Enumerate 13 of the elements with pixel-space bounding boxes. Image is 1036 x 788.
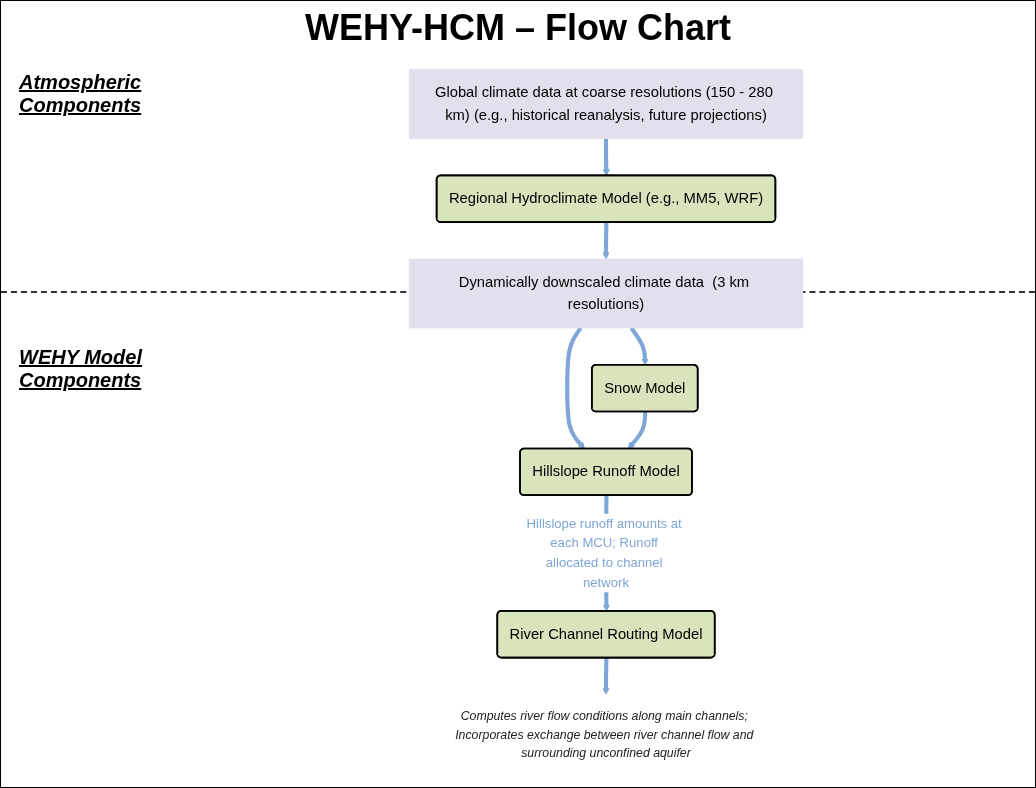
arrow	[602, 138, 610, 177]
node-text: Computes river flow conditions along main channels; Incorporates exchange between river channel flow and surrounding unconfined aquifer	[455, 708, 754, 760]
node-box: Global climate data at coarse resolutions (150 - 280 km) (e.g., historical reanalysis, future projections)	[408, 69, 804, 139]
arrow	[629, 326, 649, 366]
node-box: Dynamically downscaled climate data (3 km resolutions)	[408, 258, 804, 329]
section-label: WEHY Model Components	[19, 346, 144, 392]
arrow	[602, 222, 610, 260]
section-label: Atmospheric Components	[19, 71, 143, 117]
edge-label: Hillslope runoff amounts at each MCU; Runoff allocated to channel network	[526, 516, 682, 590]
diagram-title: WEHY-HCM – Flow Chart	[304, 7, 732, 49]
arrow	[602, 657, 610, 695]
arrow	[627, 411, 648, 450]
arrow	[565, 326, 586, 450]
